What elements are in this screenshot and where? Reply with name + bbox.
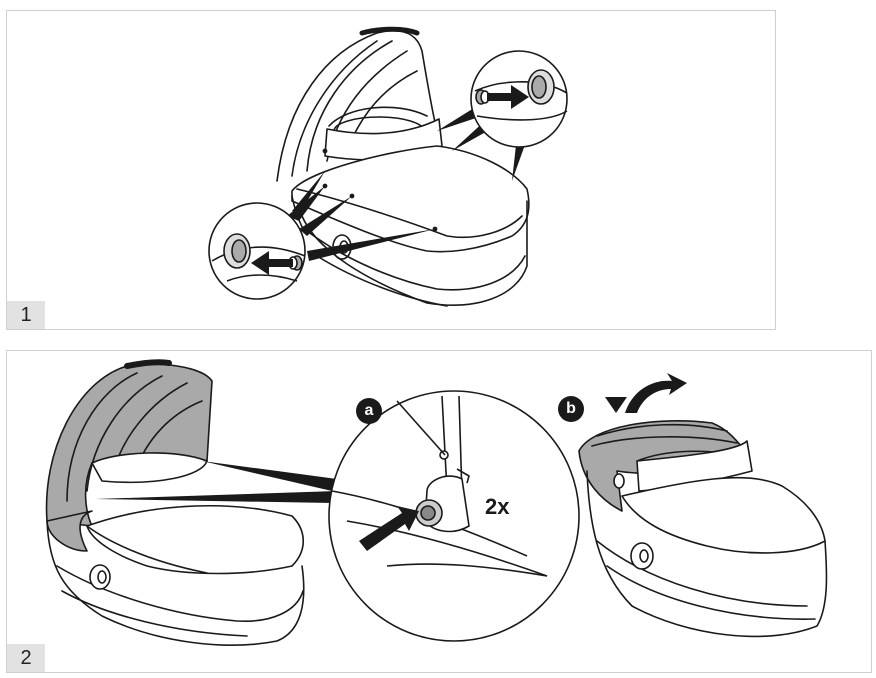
callout-b-badge: b [558, 396, 584, 422]
step-number-1: 1 [7, 301, 45, 329]
zoom-circle-left [208, 202, 306, 300]
carrycot-hood-fold-illustration [45, 359, 828, 646]
push-arrow-icon [359, 506, 419, 551]
grey-canopy [45, 363, 213, 527]
fold-arrow-icon [605, 373, 687, 413]
zoom-circle-hood-button [328, 390, 580, 642]
callout-a-badge: a [356, 398, 382, 424]
carrycot-body-right [621, 476, 826, 554]
arrow-right-icon [487, 85, 529, 109]
arrow-left-icon [251, 251, 293, 275]
step-number-2: 2 [7, 644, 45, 672]
repeat-count-label: 2x [485, 494, 510, 519]
carrycot-pin-removal-illustration [208, 26, 568, 307]
carrycot-body-left [86, 505, 305, 575]
step-1-panel: 1 [6, 10, 776, 330]
step-2-panel: a b 2x 2 [6, 350, 872, 673]
